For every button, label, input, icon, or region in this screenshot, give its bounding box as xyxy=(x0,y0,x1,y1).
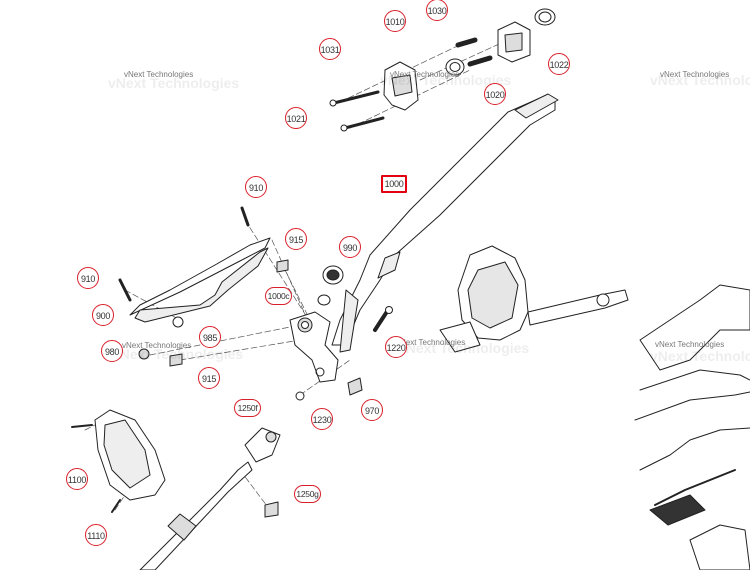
callout-1010[interactable]: 1010 xyxy=(384,10,406,32)
callout-1230[interactable]: 1230 xyxy=(311,408,333,430)
callout-1100[interactable]: 1100 xyxy=(66,468,88,490)
callout-915-top[interactable]: 915 xyxy=(285,228,307,250)
watermark-shadow-right: vNext Technologies xyxy=(650,72,750,88)
callout-1022[interactable]: 1022 xyxy=(548,53,570,75)
callout-1250f[interactable]: 1250f xyxy=(234,399,261,417)
callout-900[interactable]: 900 xyxy=(92,304,114,326)
watermark-mid-right: vNext Technologies xyxy=(655,340,725,349)
callout-1021[interactable]: 1021 xyxy=(285,107,307,129)
callout-1250g[interactable]: 1250g xyxy=(294,485,321,503)
callout-980[interactable]: 980 xyxy=(101,340,123,362)
callout-915-bottom[interactable]: 915 xyxy=(198,367,220,389)
watermark-left: vNext Technologies xyxy=(124,70,194,79)
callout-990[interactable]: 990 xyxy=(339,236,361,258)
watermark-shadow-mid-center: vNext Technologies xyxy=(398,340,530,356)
callout-1031[interactable]: 1031 xyxy=(319,38,341,60)
watermark-mid-center: vNext Technologies xyxy=(396,338,466,347)
callout-910-top[interactable]: 910 xyxy=(245,176,267,198)
watermark-right: vNext Technologies xyxy=(660,70,730,79)
callout-970[interactable]: 970 xyxy=(361,399,383,421)
watermark-shadow-center: vNext Technologies xyxy=(380,72,512,88)
callout-1020[interactable]: 1020 xyxy=(484,83,506,105)
watermark-shadow-mid-right: vNext Technologies xyxy=(650,348,750,364)
callout-1220[interactable]: 1220 xyxy=(385,336,407,358)
callout-1000c[interactable]: 1000c xyxy=(265,287,292,305)
watermark-mid-left: vNext Technologies xyxy=(122,341,192,350)
watermark-shadow-left: vNext Technologies xyxy=(108,75,240,91)
callout-1110[interactable]: 1110 xyxy=(85,524,107,546)
watermark-shadow-mid: vNext Technologies xyxy=(112,346,244,362)
callout-985[interactable]: 985 xyxy=(199,326,221,348)
callout-1030[interactable]: 1030 xyxy=(426,0,448,21)
callout-1000-selected[interactable]: 1000 xyxy=(381,175,407,193)
callout-910-left[interactable]: 910 xyxy=(77,267,99,289)
watermark-center: vNext Technologies xyxy=(390,70,460,79)
